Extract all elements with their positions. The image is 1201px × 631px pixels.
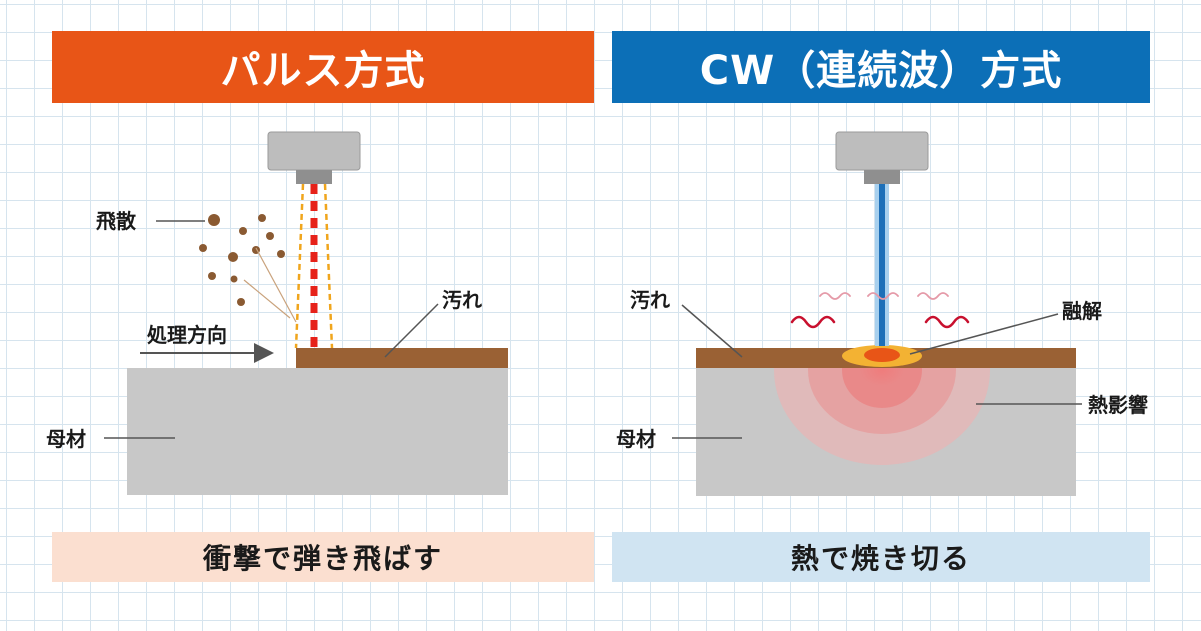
cw-dirt-leader-line [681,304,743,358]
spatter-trails [243,247,297,323]
pulse-dirt-layer [296,348,508,368]
melt-leader-line [909,313,1059,355]
spatter-label: 飛散 [96,209,137,233]
cw-title-banner: CW（連続波）方式 [612,31,1150,103]
cw-dirt-label: 汚れ [630,288,670,312]
pulse-dirt-label: 汚れ [442,288,482,312]
pulse-caption-bar: 衝撃で弾き飛ばす [52,532,594,582]
cw-laser-head [835,131,929,184]
melt-label: 融解 [1062,299,1102,323]
cw-caption-bar: 熱で焼き切る [612,532,1150,582]
pulse-base-label: 母材 [46,427,86,451]
heat-effect-label: 熱影響 [1088,393,1148,417]
cw-diagram: 汚れ 融解 熱影響 母材 [616,131,1148,496]
heat-affected-zone [774,368,990,465]
cw-laser-beam [875,184,889,346]
pulse-laser-head [267,131,361,184]
pulse-base-material [127,368,508,495]
cw-base-label: 母材 [616,427,656,451]
spatter-particles [199,214,285,306]
pulse-dirt-leader-line [384,303,439,358]
heat-waves [790,292,970,329]
pulse-title-banner: パルス方式 [52,31,594,103]
cw-caption: 熱で焼き切る [790,542,971,575]
pulse-laser-beam [294,183,334,349]
direction-label: 処理方向 [147,323,227,347]
cw-title: CW（連続波）方式 [699,48,1063,94]
melt-pool [842,345,922,367]
pulse-diagram: 飛散 処理方向 汚れ 母材 [46,131,508,495]
pulse-title: パルス方式 [220,48,426,94]
pulse-caption: 衝撃で弾き飛ばす [202,542,443,575]
